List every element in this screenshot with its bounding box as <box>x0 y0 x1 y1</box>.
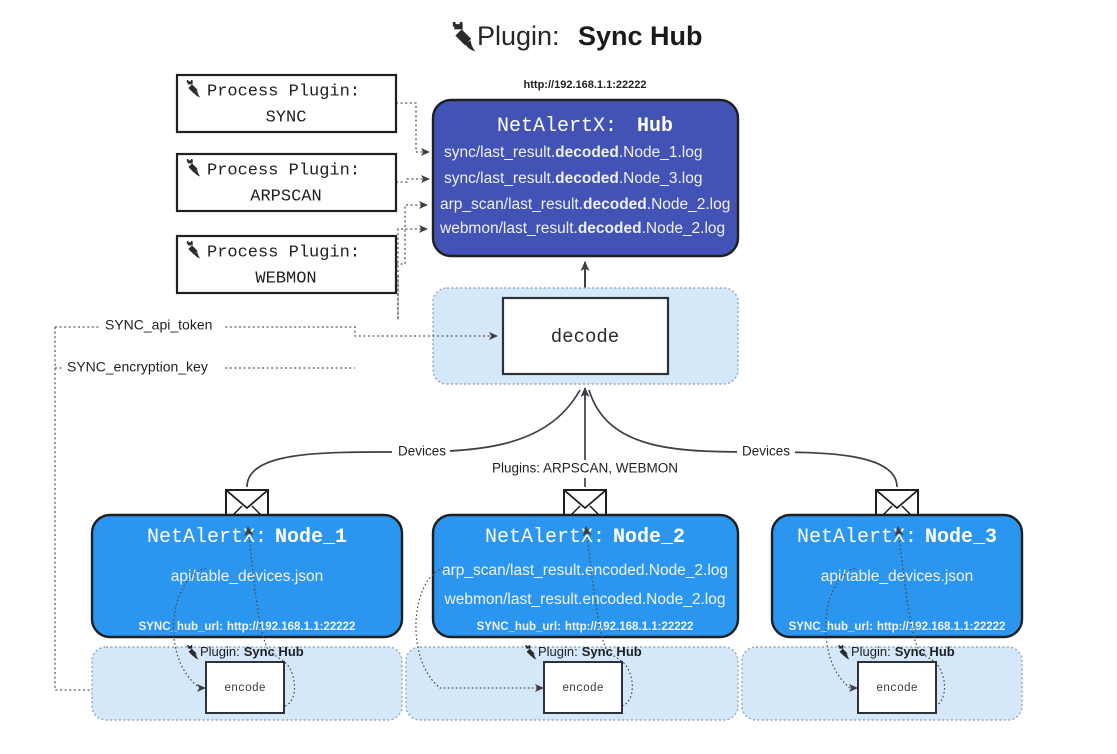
process-plugin-sync-box[interactable] <box>175 73 398 134</box>
process-plugin-arpscan-name: ARPSCAN <box>250 187 321 206</box>
node-3-hub-url: SYNC_hub_url:http://192.168.1.1:22222 <box>789 621 1006 633</box>
devices-left-label: Devices <box>398 444 446 459</box>
node1-to-encode1 <box>173 567 207 692</box>
encryption-key-label: SYNC_encryption_key <box>67 359 208 375</box>
encode-2-caption: Plugin:Sync Hub <box>538 644 642 659</box>
connector-arpscan2-to-hub <box>396 201 428 265</box>
encode-group-1[interactable]: Plugin:Sync Hub encode <box>187 644 304 714</box>
plugins-center-label: Plugins: ARPSCAN, WEBMON <box>492 461 678 476</box>
connector-sync-to-hub <box>396 102 430 156</box>
node-1-line-1: api/table_devices.json <box>171 568 324 585</box>
decode-box[interactable] <box>501 296 670 376</box>
plug-icon <box>838 645 850 660</box>
plug-icon <box>525 645 537 660</box>
hub-url-label: http://192.168.1.1:22222 <box>524 79 647 91</box>
encode-group-3[interactable]: Plugin:Sync Hub encode <box>838 644 955 714</box>
node1-to-decode <box>246 389 581 488</box>
devices-left-bg <box>392 443 450 461</box>
hub-log-3: arp_scan/last_result.decoded.Node_2.log <box>440 196 730 213</box>
node-2-rect[interactable] <box>431 513 740 639</box>
page-title: Plugin: Sync Hub <box>452 21 703 52</box>
title-prefix: Plugin: <box>477 21 560 51</box>
node-3-title: NetAlertX:Node_3 <box>797 526 997 549</box>
process-plugin-arpscan-label: Process Plugin: <box>207 161 360 180</box>
plug-icon <box>187 645 199 660</box>
encode2-to-envelope2 <box>582 526 633 707</box>
process-plugin-sync-label: Process Plugin: <box>207 82 360 101</box>
encode-2-box[interactable] <box>543 661 623 714</box>
encode-1-box[interactable] <box>205 661 285 714</box>
encryption-key-path <box>54 327 151 694</box>
decode-container: decode <box>432 287 739 385</box>
node-1-title: NetAlertX:Node_1 <box>147 526 347 549</box>
node-1[interactable]: NetAlertX:Node_1 api/table_devices.json … <box>90 513 404 639</box>
encode-1-label: encode <box>224 682 266 695</box>
devices-right-bg <box>737 443 795 461</box>
hub-box[interactable]: NetAlertX: Hub sync/last_result.decoded.… <box>431 98 740 258</box>
api-token-path <box>55 326 498 340</box>
encode-3-box[interactable] <box>857 661 937 714</box>
node2-to-encode2 <box>415 567 544 692</box>
encode-group-2[interactable]: Plugin:Sync Hub encode <box>525 644 642 714</box>
encode-2-label: encode <box>562 682 604 695</box>
plug-icon <box>452 22 476 52</box>
node-2-hub-url: SYNC_hub_url:http://192.168.1.1:22222 <box>477 621 694 633</box>
node-2[interactable]: NetAlertX:Node_2 arp_scan/last_result.en… <box>431 513 740 639</box>
hub-log-1: sync/last_result.decoded.Node_1.log <box>444 144 702 161</box>
connector-webmon-to-hub <box>397 225 428 320</box>
process-plugin-webmon-box[interactable] <box>175 234 398 295</box>
connector-arpscan-to-hub <box>396 175 430 183</box>
node-2-title: NetAlertX:Node_2 <box>485 526 685 549</box>
node-3-line-1: api/table_devices.json <box>821 568 974 585</box>
encode-3-caption: Plugin:Sync Hub <box>851 644 955 659</box>
plug-icon <box>186 241 201 259</box>
process-plugin-arpscan[interactable]: Process Plugin: ARPSCAN <box>175 152 398 213</box>
hub-log-2: sync/last_result.decoded.Node_3.log <box>444 170 702 187</box>
node-3-rect[interactable] <box>770 513 1024 639</box>
encode-1-caption: Plugin:Sync Hub <box>200 644 304 659</box>
process-plugin-sync-name: SYNC <box>266 108 307 127</box>
node-1-hub-url: SYNC_hub_url:http://192.168.1.1:22222 <box>139 621 356 633</box>
decode-label: decode <box>551 326 619 348</box>
process-plugin-sync[interactable]: Process Plugin: SYNC <box>175 73 398 134</box>
process-plugin-webmon[interactable]: Process Plugin: WEBMON <box>175 234 398 295</box>
api-token-label-bg <box>100 317 225 335</box>
hub-box-rect[interactable] <box>431 98 740 258</box>
title-name: Sync Hub <box>578 21 703 51</box>
hub-title-name: Hub <box>637 115 673 138</box>
plugins-center-bg <box>504 460 669 478</box>
encode-flow-edges <box>173 526 946 707</box>
node-2-line-2: webmon/last_result.encoded.Node_2.log <box>444 591 726 608</box>
hub-log-4: webmon/last_result.decoded.Node_2.log <box>439 220 725 237</box>
process-plugin-webmon-label: Process Plugin: <box>207 243 360 262</box>
devices-right-label: Devices <box>742 444 790 459</box>
api-token-label: SYNC_api_token <box>105 317 212 333</box>
hub-title: NetAlertX: Hub <box>497 115 673 138</box>
node-3[interactable]: NetAlertX:Node_3 api/table_devices.json … <box>770 513 1024 639</box>
hub-title-prefix: NetAlertX: <box>497 115 617 138</box>
process-plugin-webmon-name: WEBMON <box>255 269 316 288</box>
plug-icon <box>186 159 201 177</box>
credential-paths <box>54 326 498 694</box>
process-plugin-arpscan-box[interactable] <box>175 152 398 213</box>
node-1-rect[interactable] <box>90 513 404 639</box>
plugin-to-hub-connectors <box>396 102 430 320</box>
plug-icon <box>186 80 201 98</box>
encode-3-label: encode <box>876 682 918 695</box>
encryption-key-label-bg <box>63 359 223 377</box>
node-2-line-1: arp_scan/last_result.encoded.Node_2.log <box>442 562 728 579</box>
